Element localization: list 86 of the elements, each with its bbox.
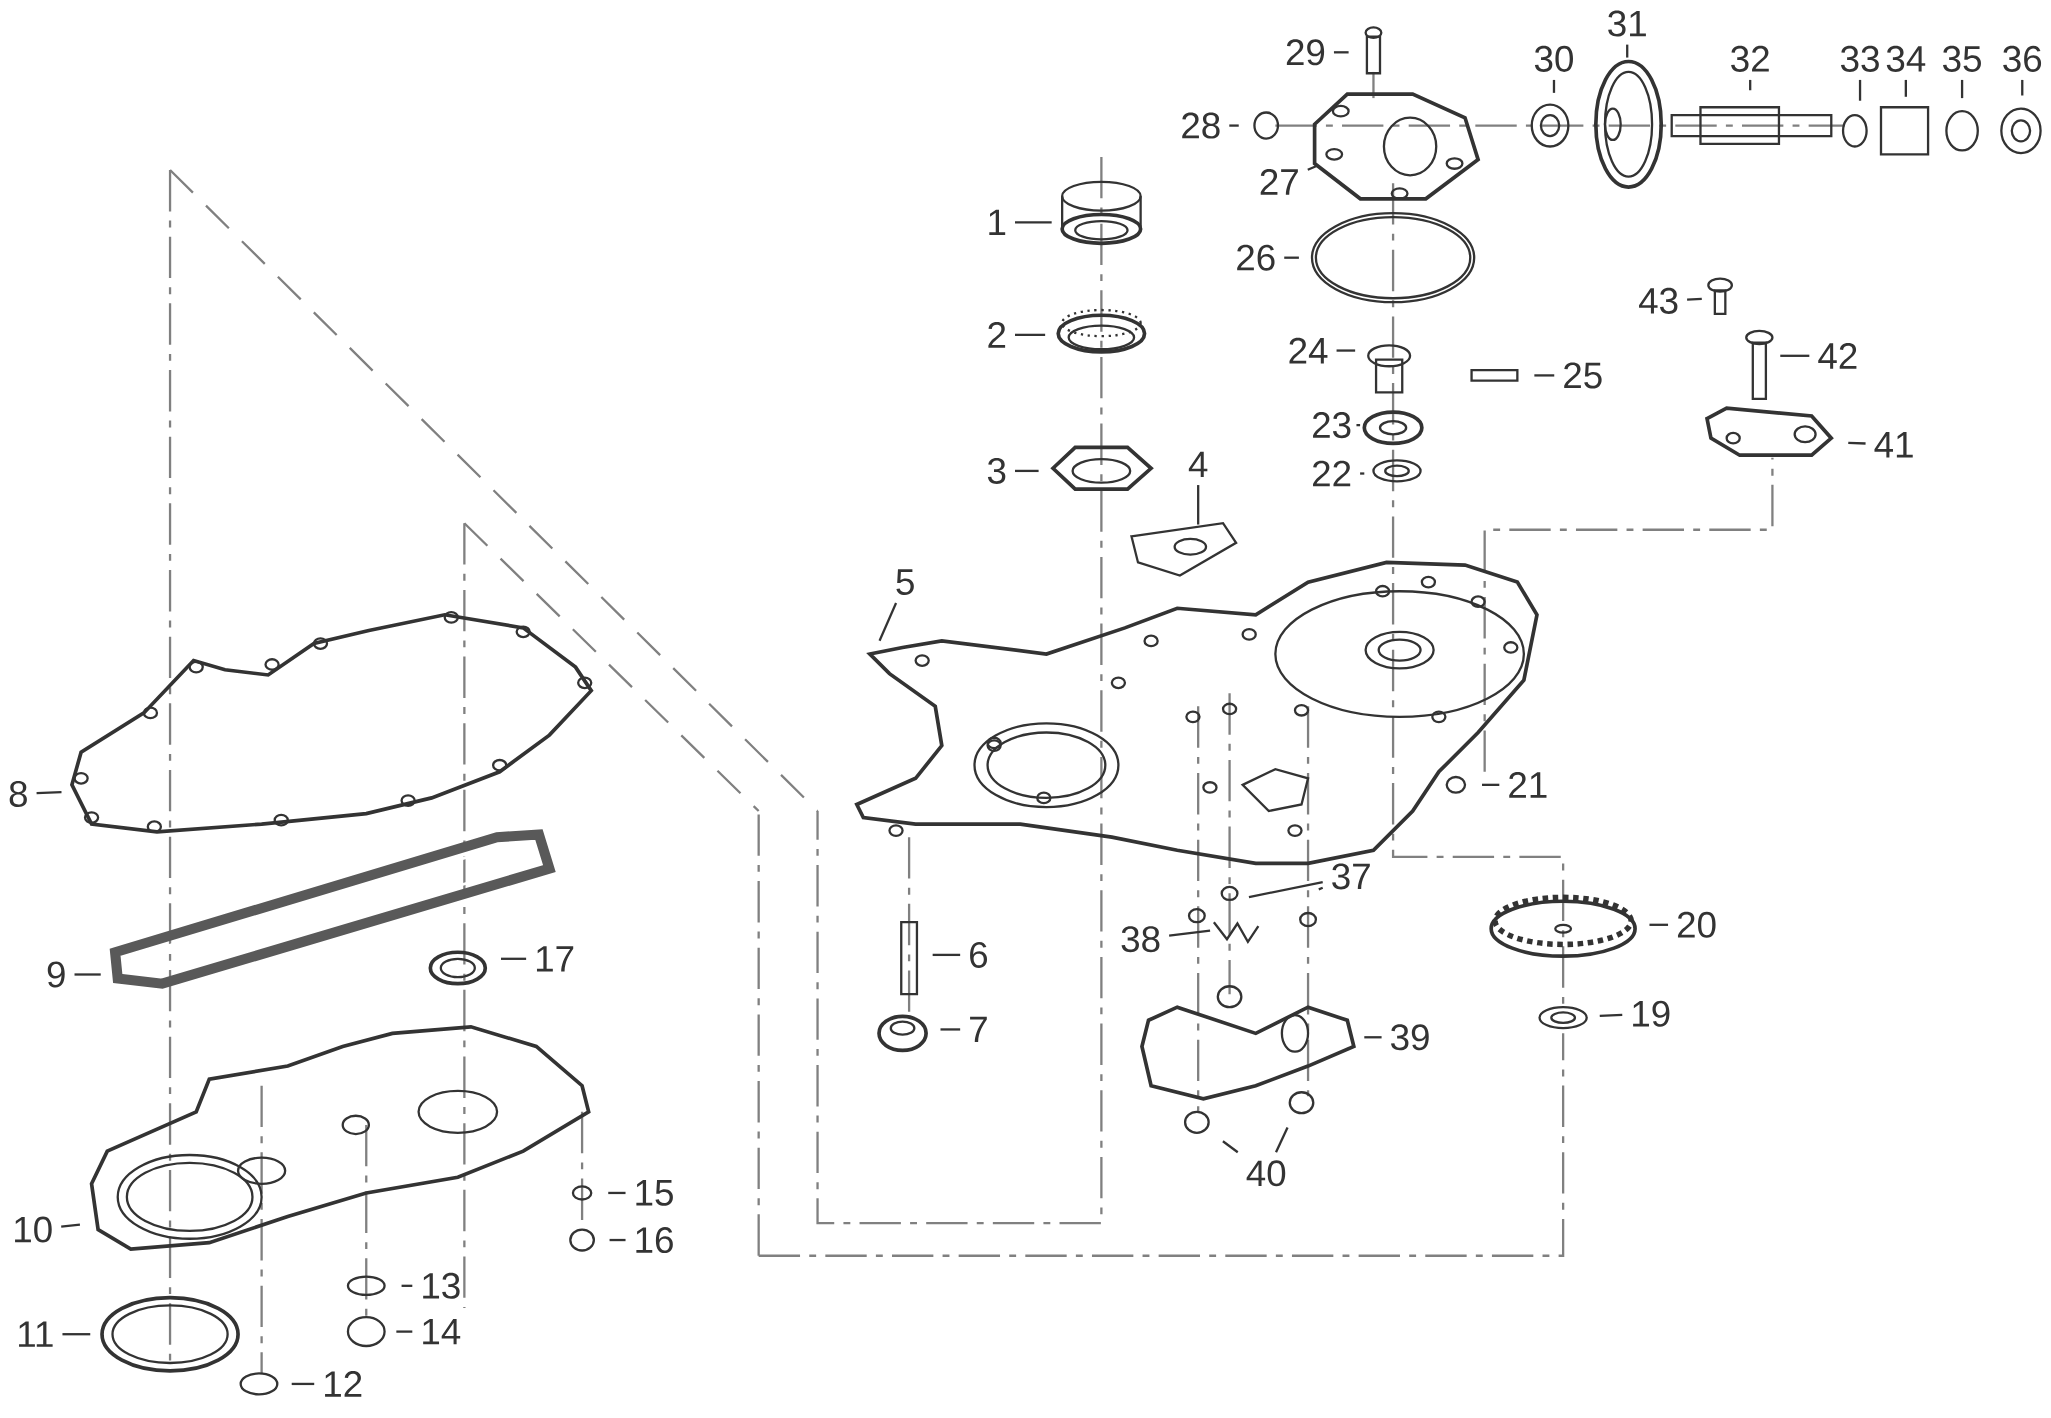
callout-number: 35 (1943, 45, 1981, 72)
callout-number: 17 (537, 946, 574, 972)
leader-line (1274, 1127, 1289, 1153)
leader-line (74, 973, 101, 976)
callout-number: 13 (423, 1272, 460, 1299)
callout-number: 14 (423, 1319, 461, 1345)
callout-number: 2 (988, 322, 1006, 348)
leader-line (1015, 469, 1039, 473)
callout-number: 1 (989, 209, 1006, 236)
callout-number: 31 (1608, 10, 1646, 37)
leader-line (61, 1223, 81, 1228)
leader-line (1360, 472, 1365, 475)
callout-number: 19 (1633, 1000, 1670, 1027)
leader-line (1333, 51, 1349, 54)
leader-line (1534, 374, 1555, 377)
callout-number: 27 (1260, 169, 1298, 195)
leader-line (1649, 923, 1669, 926)
callout-number: 41 (1874, 432, 1913, 458)
callout-number: 34 (1886, 45, 1926, 72)
leader-line (1197, 485, 1200, 525)
leader-line (1780, 354, 1810, 357)
callout-number: 36 (2003, 45, 2042, 72)
callout-number: 9 (47, 961, 65, 988)
callout-number: 12 (325, 1371, 362, 1397)
leader-line (62, 1333, 91, 1336)
leader-line (1364, 1036, 1382, 1039)
callout-number: 32 (1731, 45, 1769, 72)
leader-line (609, 1238, 626, 1242)
leader-line (940, 1028, 961, 1031)
callout-number: 10 (15, 1216, 52, 1243)
callout-number: 24 (1289, 337, 1328, 364)
leader-line (1858, 79, 1862, 101)
leader-line (932, 953, 961, 957)
leader-line (1336, 349, 1356, 352)
leader-line (1848, 441, 1866, 445)
callout-number: 26 (1237, 244, 1275, 271)
leader-line (1015, 221, 1052, 224)
callout-number: 43 (1639, 287, 1678, 314)
leader-line (36, 790, 62, 795)
leader-line (1482, 783, 1500, 786)
leader-line (1599, 1013, 1623, 1017)
leader-line (1356, 424, 1361, 427)
callout-number: 3 (987, 457, 1006, 484)
leader-line (1626, 44, 1629, 58)
leader-line (608, 1191, 626, 1195)
callout-number: 38 (1121, 926, 1160, 953)
leader-line (1015, 333, 1046, 337)
leader-line (1960, 79, 1964, 99)
callout-number: 42 (1818, 343, 1857, 369)
callout-number: 15 (636, 1180, 673, 1206)
callout-number: 29 (1286, 39, 1325, 66)
callout-number: 39 (1391, 1024, 1429, 1051)
leader-line (1284, 256, 1299, 259)
leader-line (878, 602, 898, 642)
callout-number: 4 (1188, 451, 1208, 478)
leader-line (2021, 79, 2024, 96)
leader-line (1552, 79, 1556, 93)
callout-number: 23 (1313, 412, 1351, 439)
callout-number: 20 (1677, 911, 1716, 938)
leader-line (396, 1330, 413, 1333)
callout-number: 5 (896, 569, 914, 595)
callout-number: 33 (1840, 45, 1879, 72)
leader-line (501, 957, 527, 960)
callout-number: 21 (1509, 772, 1547, 798)
callout-number: 25 (1564, 362, 1602, 389)
leader-line (1229, 124, 1239, 127)
leader-line (1904, 79, 1907, 97)
leader-line (291, 1382, 315, 1386)
leader-line (401, 1284, 413, 1287)
callout-number: 8 (9, 781, 27, 808)
callout-number: 30 (1534, 45, 1573, 72)
callout-number: 22 (1313, 460, 1351, 487)
callout-number: 37 (1332, 863, 1370, 890)
leader-line (1222, 1140, 1239, 1154)
leader-line (1307, 164, 1319, 171)
leader-line (1749, 79, 1752, 91)
leader-line (1687, 297, 1702, 301)
leader-line (1318, 886, 1324, 891)
callout-number: 28 (1182, 112, 1220, 139)
callout-number: 6 (970, 941, 987, 968)
callout-number: 11 (19, 1321, 53, 1347)
callout-number: 16 (636, 1227, 673, 1254)
leader-line (1168, 929, 1211, 937)
callout-number: 7 (970, 1016, 987, 1043)
leader-line (1248, 881, 1323, 899)
callout-number: 40 (1246, 1160, 1286, 1187)
